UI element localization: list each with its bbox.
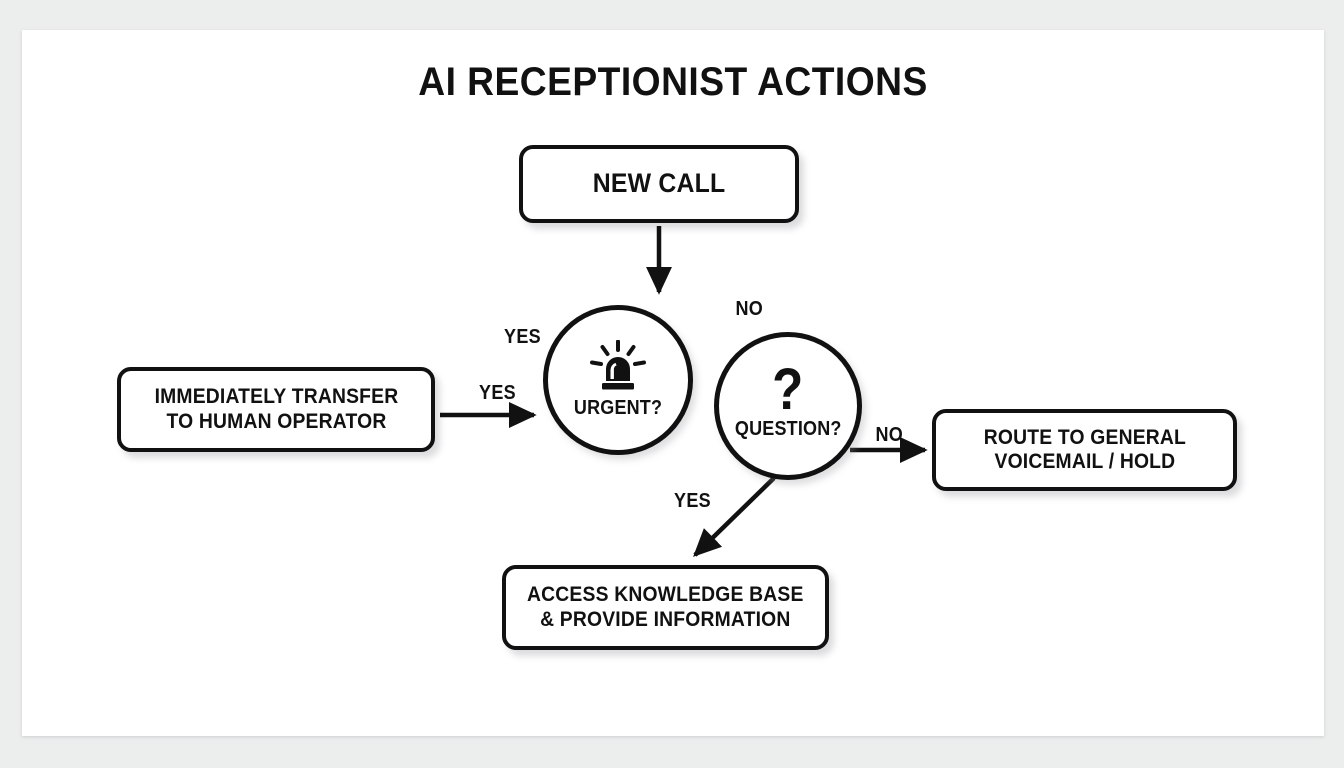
decision-node-question[interactable]: ? QUESTION? <box>714 332 862 480</box>
edge-label-yes-knowledge: YES <box>674 490 711 512</box>
node-voicemail-label: ROUTE TO GENERAL VOICEMAIL / HOLD <box>983 425 1186 473</box>
edge-label-yes-urgent: YES <box>504 326 541 348</box>
diagram-canvas: AI RECEPTIONIST ACTIONS NEW CALL IMMEDIA… <box>22 30 1324 736</box>
node-immediately-transfer-to-human-operator[interactable]: IMMEDIATELY TRANSFER TO HUMAN OPERATOR <box>117 367 435 452</box>
node-new-call[interactable]: NEW CALL <box>519 145 799 223</box>
edge-label-yes-transfer: YES <box>479 382 516 404</box>
edge-label-no-question: NO <box>735 298 764 320</box>
page-title: AI RECEPTIONIST ACTIONS <box>418 60 928 104</box>
node-new-call-label: NEW CALL <box>592 168 726 199</box>
decision-node-urgent[interactable]: URGENT? <box>543 305 693 455</box>
node-knowledge-label: ACCESS KNOWLEDGE BASE & PROVIDE INFORMAT… <box>527 583 804 631</box>
siren-icon <box>590 340 646 390</box>
edge-label-no-voicemail: NO <box>875 424 904 446</box>
decision-urgent-label: URGENT? <box>573 397 663 419</box>
node-route-to-general-voicemail-hold[interactable]: ROUTE TO GENERAL VOICEMAIL / HOLD <box>932 409 1237 491</box>
question-mark-icon: ? <box>772 356 804 422</box>
decision-question-label: QUESTION? <box>734 418 842 441</box>
node-access-knowledge-base[interactable]: ACCESS KNOWLEDGE BASE & PROVIDE INFORMAT… <box>502 565 829 650</box>
node-transfer-label: IMMEDIATELY TRANSFER TO HUMAN OPERATOR <box>154 385 398 433</box>
